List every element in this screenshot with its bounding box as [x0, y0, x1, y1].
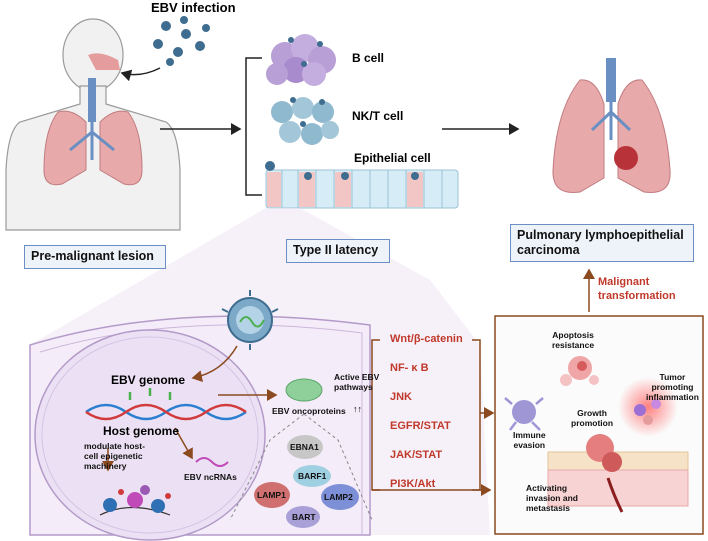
pathway-nfkb: NF- κ B	[390, 362, 429, 374]
modulate-label: modulate host- cell epigenetic machinery	[84, 441, 145, 471]
modulate-line1: modulate host-	[84, 441, 145, 451]
carcinoma-box: Pulmonary lymphoepithelial carcinoma	[510, 224, 694, 262]
immune-line1: Immune	[513, 430, 546, 440]
dna-helix-icon	[85, 388, 247, 421]
epithelial-cell-label: Epithelial cell	[354, 151, 431, 165]
ebv-genome-label: EBV genome	[111, 373, 186, 387]
invasion-line2: invasion and	[526, 493, 578, 503]
pathway-egfr: EGFR/STAT	[390, 420, 451, 432]
host-genome-label: Host genome	[103, 424, 180, 438]
active-line1: Active EBV	[334, 372, 380, 382]
tumor-inflammation-label: Tumor promoting inflammation	[646, 372, 699, 402]
protein-ebna1: EBNA1	[290, 442, 319, 452]
pathway-wnt: Wnt/β-catenin	[390, 333, 463, 345]
apoptosis-line2: resistance	[552, 340, 595, 350]
modulate-line2: cell epigenetic	[84, 451, 143, 461]
malignant-line2: transformation	[598, 290, 676, 302]
protein-lamp1: LAMP1	[257, 490, 286, 500]
ncrna-icon	[195, 457, 229, 467]
apoptosis-line1: Apoptosis	[552, 330, 594, 340]
nucleosome-icon	[99, 485, 171, 516]
protein-lamp2: LAMP2	[324, 492, 353, 502]
b-cell-cluster-icon	[266, 34, 336, 86]
cell-bracket	[245, 57, 262, 196]
tumor-line3: inflammation	[646, 392, 699, 402]
pathway-pi3k: PI3K/Akt	[390, 478, 436, 490]
oncoprotein-blob-icon	[285, 378, 323, 402]
host-cell-icon	[29, 315, 371, 541]
nkt-cell-cluster-icon	[271, 97, 339, 145]
malignant-transformation-label: Malignant transformation	[598, 275, 676, 303]
arrow-ncrna	[174, 427, 193, 460]
premalignant-box: Pre-malignant lesion	[24, 245, 166, 269]
ebv-infection-label: EBV infection	[151, 0, 236, 15]
ebv-ncrnas-label: EBV ncRNAs	[184, 472, 237, 482]
tumor-line1: Tumor	[659, 372, 686, 382]
immune-cell-icon	[504, 397, 544, 431]
epithelial-cells-icon	[265, 161, 459, 209]
type2-latency-box: Type II latency	[286, 239, 390, 263]
lungs-with-tumor-icon	[552, 58, 671, 194]
active-pathways-label: Active EBV pathways	[334, 372, 379, 392]
apoptosis-cells-icon	[560, 356, 599, 386]
human-figure-icon	[5, 18, 181, 231]
invasion-line1: Activating	[526, 483, 568, 493]
tissue-layers-icon	[547, 434, 689, 513]
active-line2: pathways	[334, 382, 373, 392]
immune-line2: evasion	[513, 440, 546, 450]
growth-line2: promotion	[571, 418, 614, 428]
modulate-line3: machinery	[84, 461, 127, 471]
ebv-virion-icon	[221, 290, 279, 350]
apoptosis-label: Apoptosis resistance	[552, 330, 594, 350]
oncoproteins-label: EBV oncoproteins	[272, 406, 346, 416]
up-arrows-icon: ↑↑	[353, 404, 362, 414]
virus-cluster-icon	[153, 16, 210, 66]
protein-barf1: BARF1	[298, 471, 327, 481]
tumor-line2: promoting	[651, 382, 694, 392]
carcinoma-line1: Pulmonary lymphoepithelial	[517, 228, 684, 242]
protein-blobs-icon	[254, 435, 359, 528]
infection-arrow	[120, 67, 161, 82]
oncoprotein-zoom-lines	[229, 413, 373, 521]
pathway-jak: JAK/STAT	[390, 449, 443, 461]
growth-line1: Growth	[577, 408, 607, 418]
arrow-virion-to-genome	[191, 345, 238, 383]
nkt-cell-label: NK/T cell	[352, 109, 404, 123]
carcinoma-line2: carcinoma	[517, 243, 580, 257]
immune-evasion-label: Immune evasion	[513, 430, 546, 450]
growth-promotion-label: Growth promotion	[571, 408, 613, 428]
inflammation-cells-icon	[634, 399, 661, 425]
b-cell-label: B cell	[352, 51, 385, 65]
invasion-line3: metastasis	[526, 503, 570, 513]
malignant-line1: Malignant	[598, 276, 650, 288]
protein-bart: BART	[292, 512, 316, 522]
invasion-label: Activating invasion and metastasis	[526, 483, 578, 513]
pathway-jnk: JNK	[390, 391, 413, 403]
inflammation-glow-icon	[618, 377, 678, 437]
